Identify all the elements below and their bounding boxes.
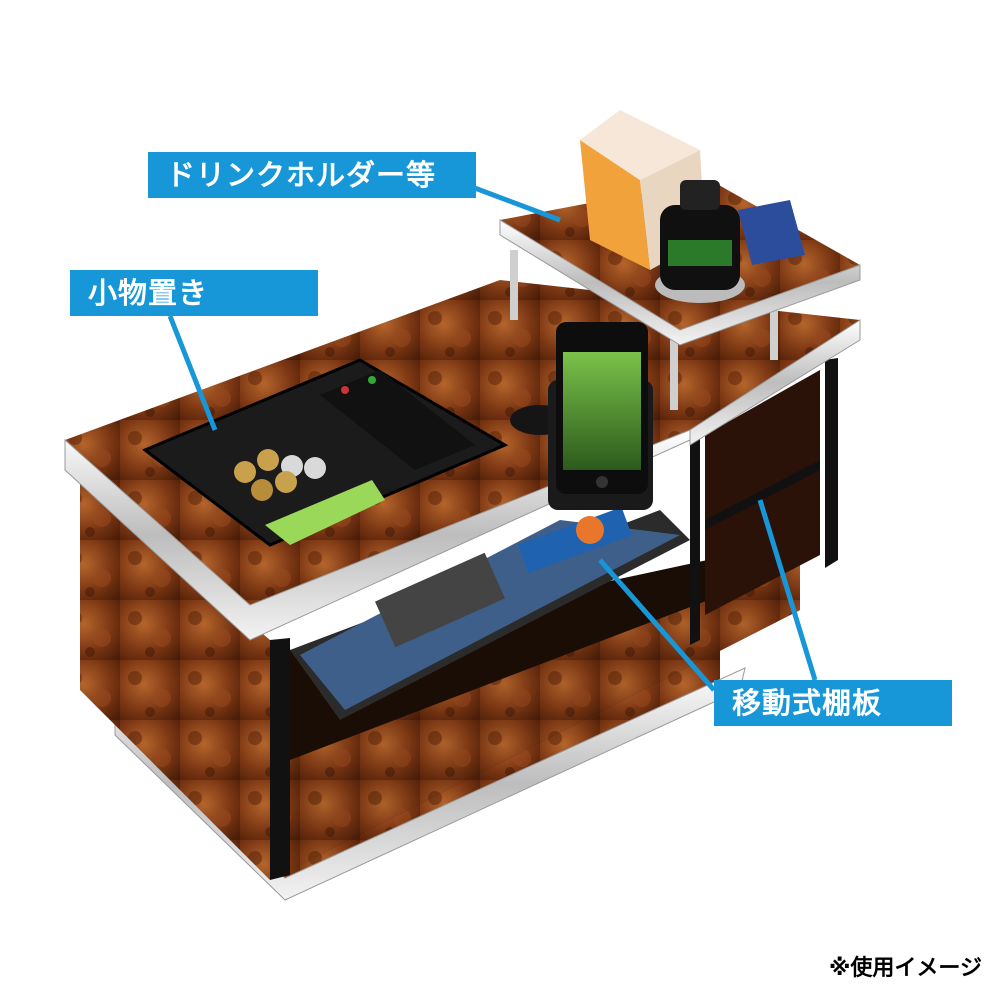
callout-movable-shelf: 移動式棚板 <box>714 680 952 726</box>
coins <box>234 449 326 501</box>
callout-drink-holder: ドリンクホルダー等 <box>148 152 476 198</box>
remote-control <box>320 370 475 470</box>
callout-small-items: 小物置き <box>70 270 318 316</box>
phone-holder <box>510 322 653 510</box>
usage-image-note: ※使用イメージ <box>829 956 982 981</box>
drink-holder-tray <box>499 110 861 410</box>
movable-shelf <box>290 507 690 720</box>
lighter <box>265 480 385 545</box>
